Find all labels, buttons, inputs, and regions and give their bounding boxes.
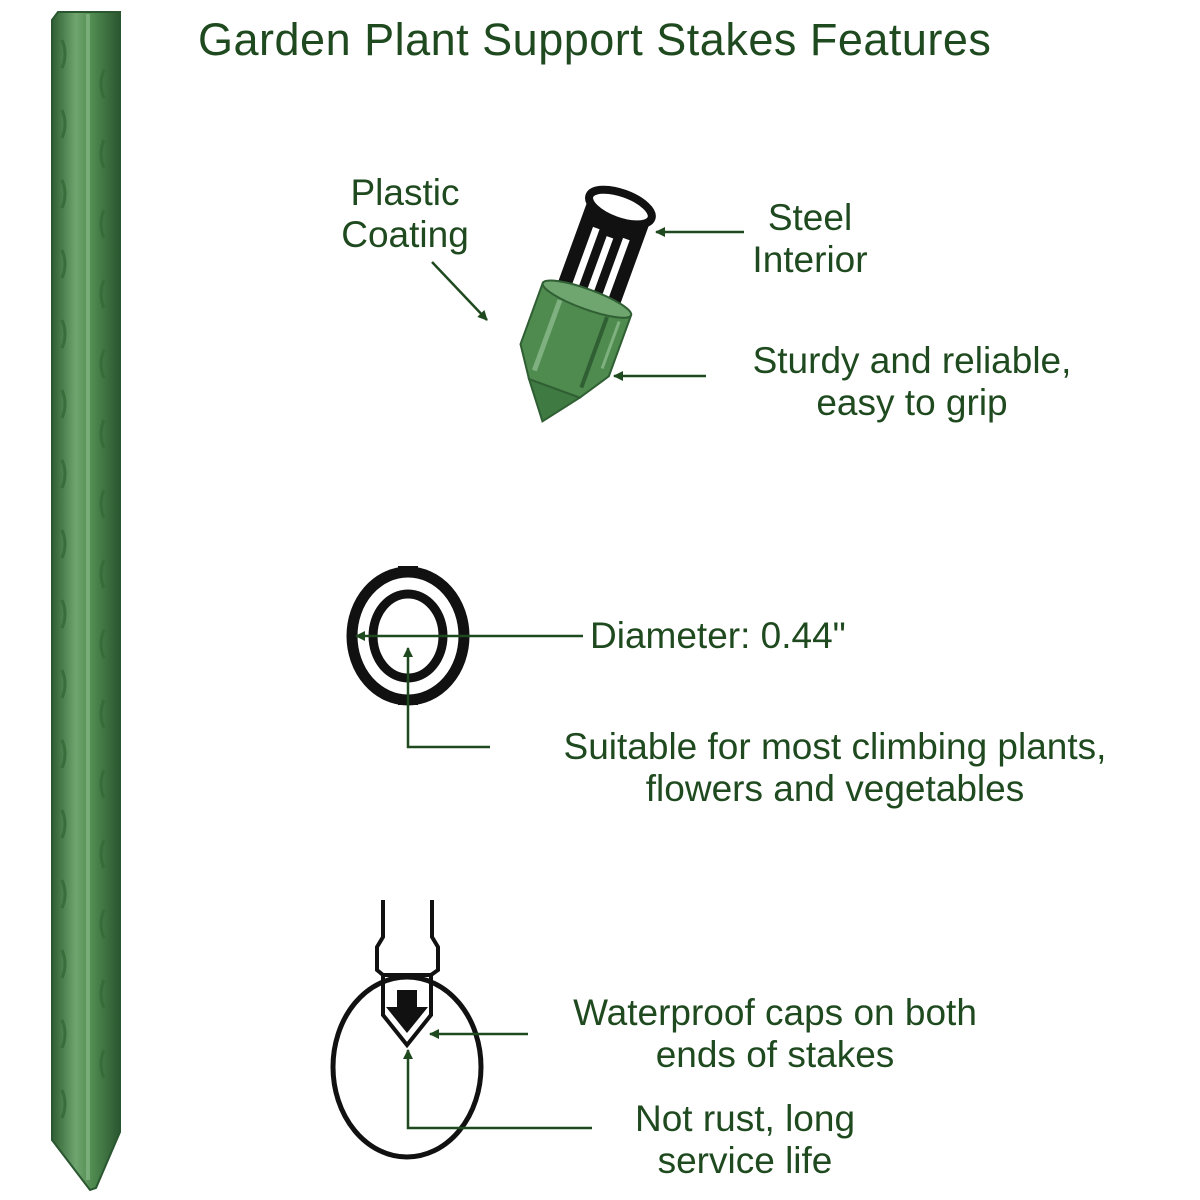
waterproof-cap-icon (330, 900, 484, 1160)
plastic-coating-line-2: Coating (341, 214, 469, 255)
cross-section-ring-icon (346, 566, 470, 706)
suitable-line-1: Suitable for most climbing plants, (563, 726, 1107, 767)
steel-interior-line-1: Steel (767, 197, 853, 238)
waterproof-line-1: Waterproof caps on both (573, 992, 977, 1033)
waterproof-line-2: ends of stakes (655, 1034, 895, 1075)
waterproof-label: Waterproof caps on both ends of stakes (525, 992, 1025, 1076)
steel-interior-label: Steel Interior (730, 197, 890, 281)
plastic-coating-line-1: Plastic (350, 172, 460, 213)
page-title: Garden Plant Support Stakes Features (198, 14, 992, 65)
sturdy-label: Sturdy and reliable, easy to grip (712, 340, 1112, 424)
plastic-coating-label: Plastic Coating (320, 172, 490, 256)
steel-interior-line-2: Interior (752, 239, 868, 280)
not-rust-line-2: service life (657, 1140, 833, 1181)
stake-tip-cutaway-icon (519, 185, 656, 423)
sturdy-line-1: Sturdy and reliable, (752, 340, 1072, 381)
green-garden-stake-icon (51, 11, 121, 1192)
diameter-label: Diameter: 0.44" (590, 615, 846, 656)
not-rust-line-1: Not rust, long (634, 1098, 856, 1139)
not-rust-label: Not rust, long service life (600, 1098, 890, 1182)
suitable-line-2: flowers and vegetables (645, 768, 1025, 809)
suitable-label: Suitable for most climbing plants, flowe… (505, 726, 1165, 810)
sturdy-line-2: easy to grip (816, 382, 1008, 423)
